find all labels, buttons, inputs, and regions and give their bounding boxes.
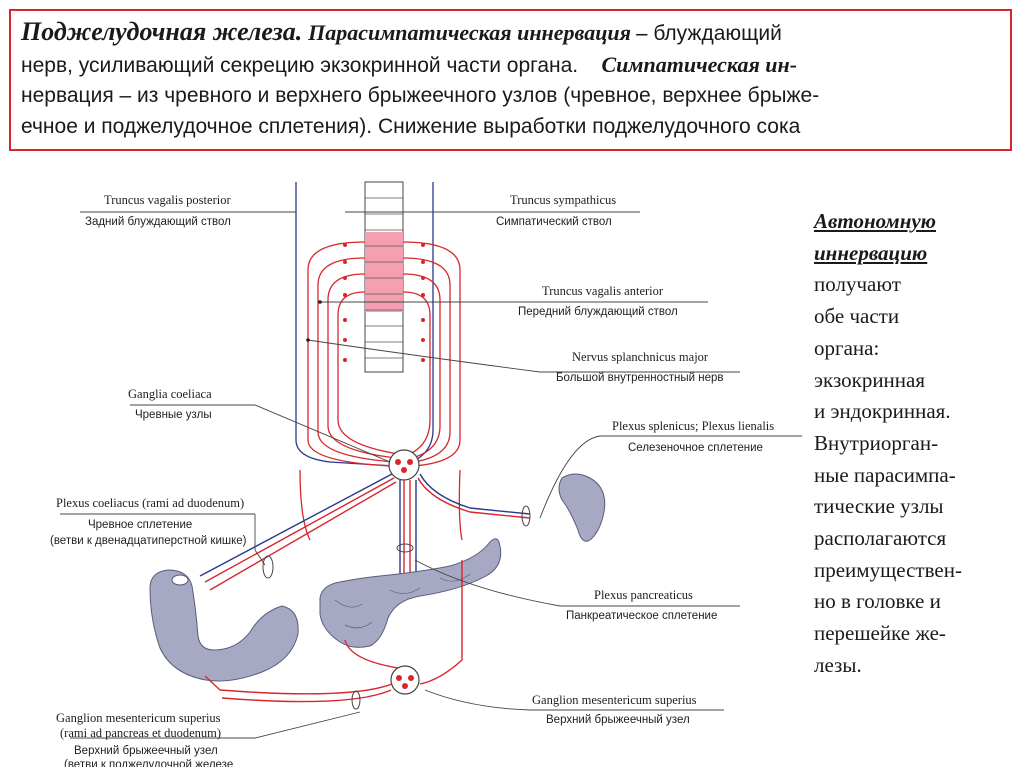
sympathetic-trunk-column	[364, 181, 404, 373]
note-line-14: перешейке же-	[814, 621, 946, 646]
svg-text:Верхний брыжеечный узел: Верхний брыжеечный узел	[546, 714, 690, 726]
svg-text:Truncus sympathicus: Truncus sympathicus	[510, 193, 616, 207]
splenic-branch-marker	[521, 505, 531, 527]
note-line-6: экзокринная	[814, 367, 926, 392]
note-line-2: иннервацию	[814, 240, 928, 265]
note-line-15: лезы.	[814, 652, 862, 677]
svg-text:Ganglion mesentericum superius: Ganglion mesentericum superius	[56, 711, 221, 725]
label-truncus-vagalis-posterior: Truncus vagalis posterior Задний блуждаю…	[85, 193, 231, 228]
mesenteric-branch-marker	[351, 690, 361, 710]
label-plexus-pancreaticus: Plexus pancreaticus Панкреатическое спле…	[566, 588, 717, 622]
svg-text:Задний блуждающий ствол: Задний блуждающий ствол	[85, 216, 231, 228]
pancreatic-branch-marker	[396, 543, 414, 553]
leader-dot-splanchnic	[306, 338, 310, 342]
svg-text:(ветви к поджелудочной железе: (ветви к поджелудочной железе	[64, 759, 233, 767]
pancreas-shape	[319, 538, 502, 648]
red-ganglia-dots	[343, 243, 425, 362]
header-line-2: нерв, усиливающий секрецию экзокринной ч…	[21, 50, 1000, 82]
label-truncus-vagalis-anterior: Truncus vagalis anterior Передний блужда…	[518, 284, 678, 318]
svg-text:Plexus splenicus; Plexus liena: Plexus splenicus; Plexus lienalis	[612, 419, 774, 433]
header-text-box: Поджелудочная железа. Парасимпатическая …	[9, 9, 1012, 151]
header-line-1-rest: блуждающий	[647, 22, 782, 45]
mesenteric-efferent	[204, 560, 463, 703]
spleen-shape	[558, 473, 606, 542]
svg-text:Панкреатическое сплетение: Панкреатическое сплетение	[566, 610, 717, 622]
label-truncus-sympathicus: Truncus sympathicus Симпатический ствол	[496, 193, 616, 228]
leader-dot-vagal-anterior	[318, 300, 322, 304]
svg-text:Чревные узлы: Чревные узлы	[135, 409, 212, 421]
mesenteric-ganglion	[390, 665, 420, 695]
note-line-3: получают	[814, 272, 901, 297]
innervation-diagram: Truncus vagalis posterior Задний блуждаю…	[0, 155, 1024, 767]
header-title: Поджелудочная железа.	[21, 17, 303, 46]
coeliac-efferent-red	[204, 477, 531, 591]
label-nervus-splanchnicus-major: Nervus splanchnicus major Большой внутре…	[556, 350, 724, 384]
svg-text:Верхний брыжеечный узел: Верхний брыжеечный узел	[74, 745, 218, 757]
svg-text:(rami ad pancreas et duodenum): (rami ad pancreas et duodenum)	[60, 726, 221, 740]
note-line-9: ные парасимпа-	[814, 462, 956, 487]
note-line-7: и эндокринная.	[814, 399, 951, 424]
coeliac-ganglion	[388, 449, 420, 481]
note-line-4: обе части	[814, 304, 900, 329]
leader-lines	[60, 211, 802, 739]
header-line-4: ечное и поджелудочное сплетения). Снижен…	[21, 114, 801, 138]
label-ganglion-mesentericum-left: Ganglion mesentericum superius (rami ad …	[56, 711, 233, 767]
svg-text:Plexus coeliacus (rami ad duod: Plexus coeliacus (rami ad duodenum)	[56, 496, 244, 510]
sympathetic-label: Симпатическая ин-	[601, 51, 798, 77]
label-plexus-coeliacus: Plexus coeliacus (rami ad duodenum) Чрев…	[50, 496, 247, 547]
svg-text:Чревное сплетение: Чревное сплетение	[88, 519, 192, 531]
svg-text:Nervus splanchnicus major: Nervus splanchnicus major	[572, 350, 709, 364]
pancreas-lobule-lines	[334, 573, 471, 629]
svg-text:Truncus vagalis anterior: Truncus vagalis anterior	[542, 284, 664, 298]
svg-text:Truncus vagalis posterior: Truncus vagalis posterior	[104, 193, 231, 207]
note-line-10: тические узлы	[814, 494, 944, 519]
label-ganglion-mesentericum-right: Ganglion mesentericum superius Верхний б…	[532, 693, 697, 726]
svg-text:Симпатический ствол: Симпатический ствол	[496, 216, 612, 228]
svg-text:Передний блуждающий ствол: Передний блуждающий ствол	[518, 306, 678, 318]
note-line-13: но в головке и	[814, 589, 941, 614]
svg-text:Ganglia coeliaca: Ganglia coeliaca	[128, 387, 212, 401]
header-line-1: Поджелудочная железа. Парасимпатическая …	[21, 17, 1000, 50]
side-note: Автономную иннервацию получают обе части…	[814, 206, 1019, 682]
note-line-12: преимуществен-	[814, 557, 962, 582]
svg-text:Ganglion mesentericum superius: Ganglion mesentericum superius	[532, 693, 697, 707]
svg-text:(ветви к двенадцатиперстной ки: (ветви к двенадцатиперстной кишке)	[50, 535, 247, 547]
note-line-11: располагаются	[814, 526, 947, 551]
innervation-diagram-svg: Truncus vagalis posterior Задний блуждаю…	[50, 181, 802, 767]
duodenum-lumen	[171, 574, 189, 586]
header-line-2-text: нерв, усиливающий секрецию экзокринной ч…	[21, 53, 579, 77]
label-plexus-splenicus: Plexus splenicus; Plexus lienalis Селезе…	[612, 419, 774, 454]
note-line-8: Внутриорган-	[814, 430, 939, 455]
header-line-3: нервация – из чревного и верхнего брыжее…	[21, 84, 820, 107]
note-line-1: Автономную	[814, 209, 937, 233]
svg-text:Plexus pancreaticus: Plexus pancreaticus	[594, 588, 693, 602]
svg-text:Селезеночное сплетение: Селезеночное сплетение	[628, 442, 763, 454]
note-line-5: органа:	[814, 335, 880, 360]
parasympathetic-label: Парасимпатическая иннервация –	[308, 20, 648, 45]
svg-text:Большой внутренностный нерв: Большой внутренностный нерв	[556, 372, 724, 384]
coeliac-efferent-blue	[199, 473, 531, 590]
duodenum-shape	[149, 569, 299, 682]
coeliac-branch-marker	[262, 555, 274, 579]
label-ganglia-coeliaca: Ganglia coeliaca Чревные узлы	[128, 387, 212, 421]
